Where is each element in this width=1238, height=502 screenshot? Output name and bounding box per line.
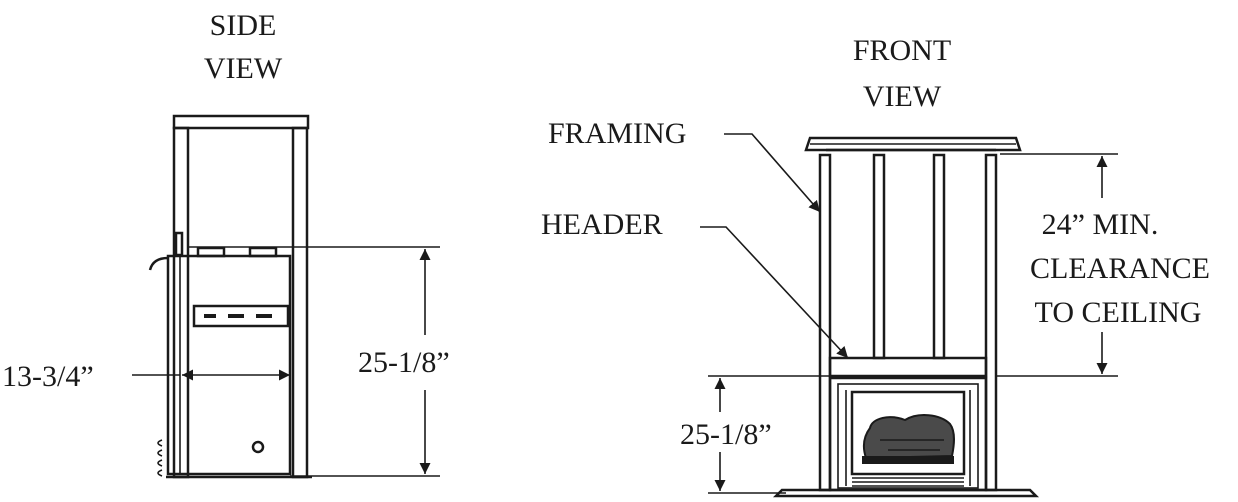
clearance-line-3: TO CEILING: [1035, 296, 1202, 329]
side-burner-box: [192, 304, 290, 328]
front-log-set: [862, 414, 955, 460]
front-stud-inner-left: [872, 153, 886, 360]
front-header: [828, 356, 988, 378]
side-view-title-line2: VIEW: [204, 52, 283, 85]
front-stud-left: [818, 153, 832, 492]
front-view-title-line2: VIEW: [863, 80, 942, 113]
front-log-detail: [880, 439, 944, 451]
side-height-dimension: 25-1/8”: [358, 346, 450, 379]
front-stud-inner-right: [932, 153, 946, 360]
front-height-dimension: 25-1/8”: [680, 418, 772, 451]
framing-label: FRAMING: [548, 117, 686, 150]
side-front-stud: [172, 126, 190, 479]
side-nailing-flange: [174, 231, 184, 257]
front-firebox-opening: [850, 390, 966, 476]
side-view-title-line1: SIDE: [210, 9, 277, 42]
framing-leader: [724, 133, 821, 213]
side-top-plate: [172, 114, 310, 130]
front-view-drawing: [772, 136, 1040, 498]
side-control-knob: [251, 440, 265, 454]
front-view-title-line1: FRONT: [853, 34, 951, 67]
header-label: HEADER: [541, 208, 663, 241]
header-leader: [700, 226, 849, 359]
side-rear-stud: [291, 126, 309, 479]
clearance-line-2: CLEARANCE: [1030, 252, 1210, 285]
front-log-grate: [862, 456, 954, 464]
side-hood-curl: [148, 256, 169, 271]
front-appliance-surround: [837, 383, 979, 489]
front-stud-right: [984, 153, 998, 492]
side-depth-dimension: 13-3/4”: [2, 360, 94, 393]
front-floor-plate: [772, 488, 1040, 498]
clearance-line-1: 24” MIN.: [1042, 208, 1159, 241]
side-appliance-body: [166, 254, 292, 476]
side-view-drawing: [148, 114, 440, 479]
side-base-coils: [157, 439, 163, 477]
